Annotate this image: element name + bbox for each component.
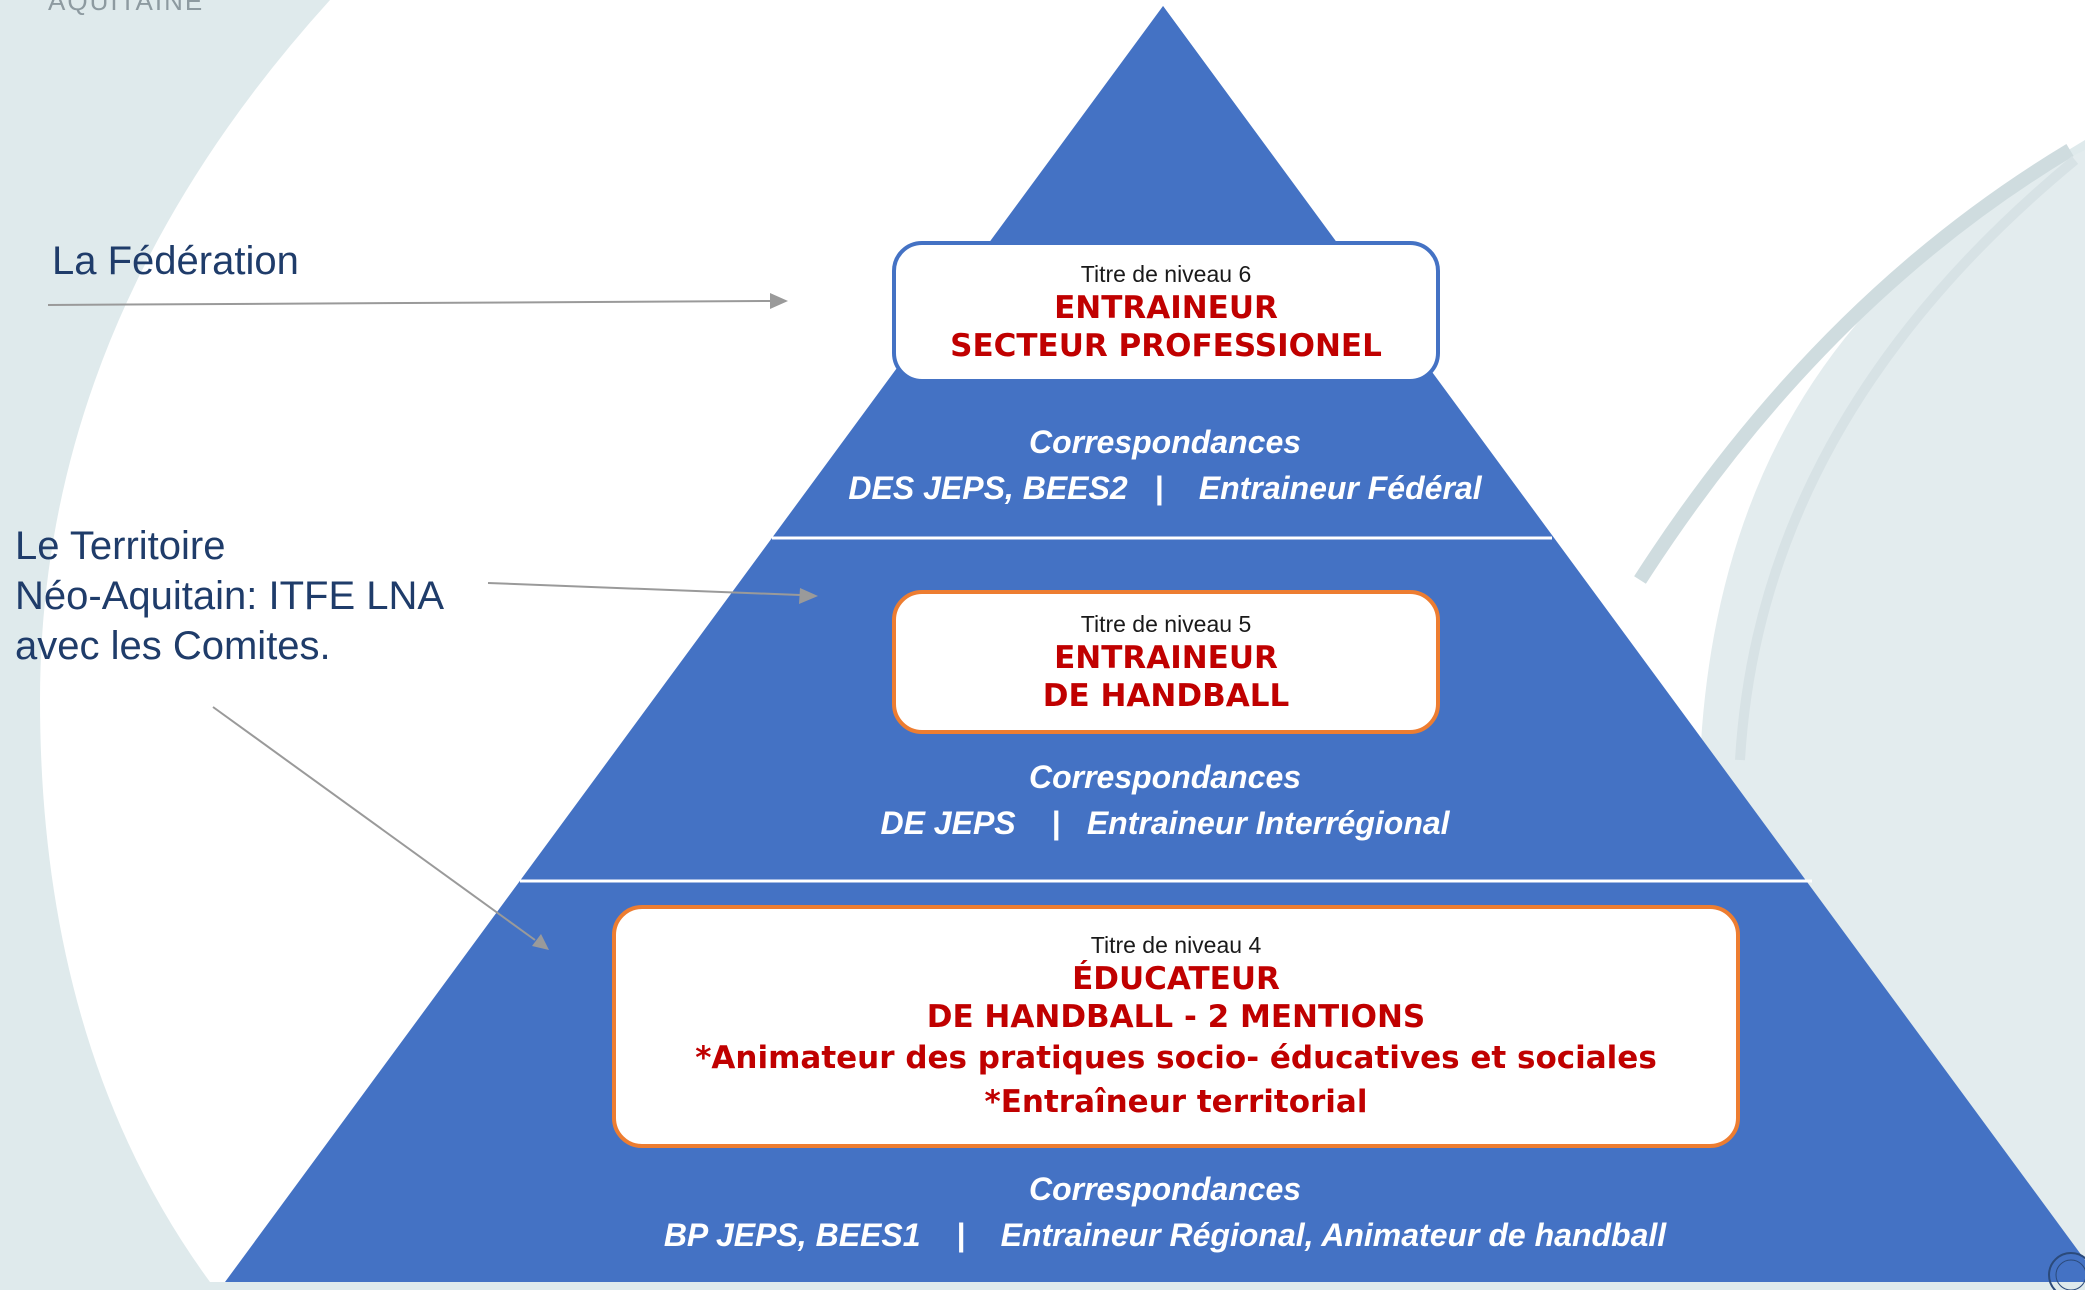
level-4-mention-1: *Animateur des pratiques socio- éducativ… xyxy=(695,1039,1657,1076)
label-territoire: Le Territoire Néo-Aquitain: ITFE LNA ave… xyxy=(15,521,444,671)
arrow-territoire-level5-head xyxy=(799,588,818,604)
arrow-territoire-level4-head xyxy=(532,934,549,950)
level-4-box: Titre de niveau 4 ÉDUCATEUR DE HANDBALL … xyxy=(612,905,1740,1148)
level-6-correspondances-label: Correspondances xyxy=(1028,424,1302,460)
label-territoire-line-1: Le Territoire xyxy=(15,524,226,568)
arrow-territoire-level4 xyxy=(212,706,536,941)
level-6-correspondances-text: DES JEPS, BEES2 | Entraineur Fédéral xyxy=(848,470,1482,506)
level-5-title-line-1: ENTRAINEUR xyxy=(1054,640,1278,676)
level-4-title-small: Titre de niveau 4 xyxy=(1090,931,1262,958)
level-6-title-line-2: SECTEUR PROFESSIONEL xyxy=(950,328,1382,364)
arrow-federation xyxy=(47,300,771,306)
seal-stamp-icon xyxy=(2048,1252,2085,1290)
level-4-title-line-1: ÉDUCATEUR xyxy=(1072,960,1280,997)
label-territoire-line-2: Néo-Aquitain: ITFE LNA xyxy=(15,574,445,618)
level-4-title-line-2: DE HANDBALL - 2 MENTIONS xyxy=(926,998,1426,1035)
level-6-correspondances: Correspondances DES JEPS, BEES2 | Entrai… xyxy=(665,419,1665,511)
level-4-correspondances: Correspondances BP JEPS, BEES1 | Entrain… xyxy=(565,1166,1765,1258)
level-5-correspondances-text: DE JEPS | Entraineur Interrégional xyxy=(880,805,1450,841)
background-white-arc xyxy=(0,0,330,1282)
level-6-title-line-1: ENTRAINEUR xyxy=(1054,290,1278,326)
background-right-stroke-2 xyxy=(1735,156,2079,761)
arrow-federation-head xyxy=(770,293,788,309)
level-5-correspondances-label: Correspondances xyxy=(1028,759,1302,795)
brand-corner-text: AQUITAINE xyxy=(48,0,205,16)
level-6-box: Titre de niveau 6 ENTRAINEUR SECTEUR PRO… xyxy=(892,241,1440,383)
level-4-mention-2: *Entraîneur territorial xyxy=(984,1083,1368,1120)
level-5-box: Titre de niveau 5 ENTRAINEUR DE HANDBALL xyxy=(892,590,1440,734)
level-5-title-small: Titre de niveau 5 xyxy=(1080,611,1252,637)
label-federation: La Fédération xyxy=(52,236,299,286)
background-right-stroke xyxy=(1634,143,2074,584)
level-4-correspondances-text: BP JEPS, BEES1 | Entraineur Régional, An… xyxy=(663,1217,1667,1253)
label-federation-text: La Fédération xyxy=(52,239,299,283)
level-5-title-line-2: DE HANDBALL xyxy=(1042,678,1290,714)
level-5-correspondances: Correspondances DE JEPS | Entraineur Int… xyxy=(665,754,1665,846)
level-6-title-small: Titre de niveau 6 xyxy=(1080,261,1252,287)
level-4-correspondances-label: Correspondances xyxy=(1028,1171,1302,1207)
arrow-territoire-level5 xyxy=(487,582,801,596)
label-territoire-line-3: avec les Comites. xyxy=(15,624,331,668)
